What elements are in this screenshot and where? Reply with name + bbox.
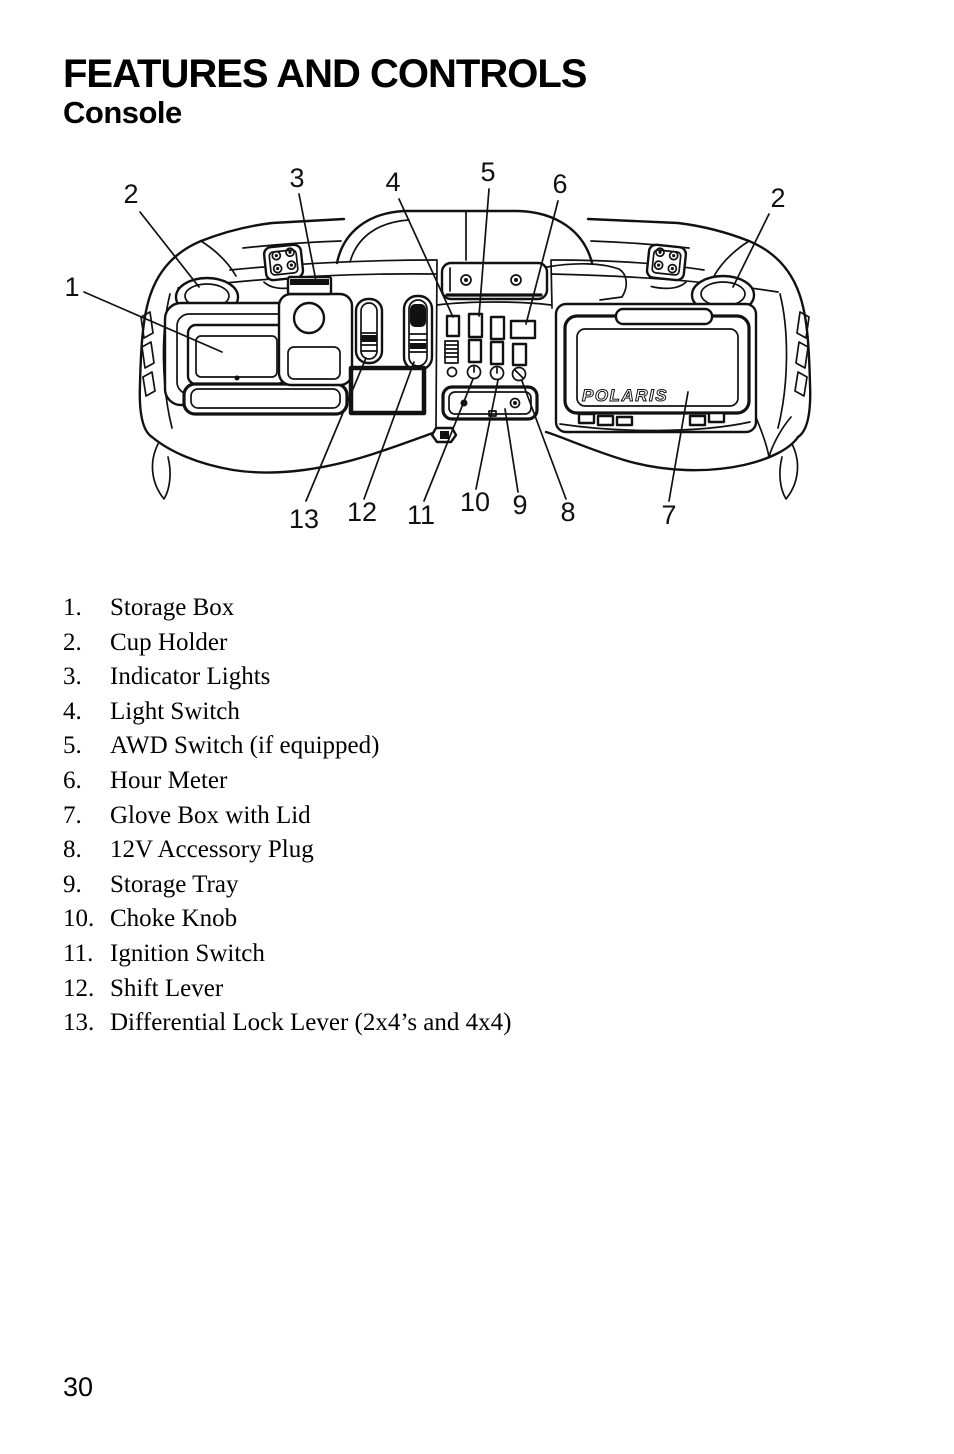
legend-item-number: 8. [63, 836, 82, 864]
glove-box: POLARIS [554, 302, 758, 434]
legend-item: 10. Choke Knob [63, 902, 511, 937]
legend-item-number: 7. [63, 801, 82, 829]
legend-item: 2. Cup Holder [63, 626, 511, 661]
legend-item-number: 5. [63, 732, 82, 760]
legend-item-label: Light Switch [110, 697, 240, 725]
legend-item-label: Glove Box with Lid [110, 801, 311, 829]
callout-6: 6 [552, 169, 567, 199]
small-knob [446, 366, 458, 378]
legend-item-label: 12V Accessory Plug [110, 836, 314, 864]
lower-left-tray [182, 382, 349, 416]
legend-list: 1. Storage Box 2. Cup Holder 3. Indicator L… [63, 591, 511, 1041]
legend-item-label: Storage Box [110, 594, 235, 621]
legend-item: 7. Glove Box with Lid [63, 799, 511, 834]
indicator-lights-panel [277, 275, 354, 387]
legend-item-number: 11. [63, 939, 94, 967]
legend-item-number: 12. [63, 974, 95, 1002]
legend-item: 9. Storage Tray [63, 868, 511, 903]
callout-12: 12 [347, 497, 377, 527]
diff-lock-lever [354, 297, 384, 365]
legend-item: 3. Indicator Lights [63, 660, 511, 695]
callout-8: 8 [560, 497, 575, 527]
ignition-switch [466, 364, 482, 380]
callout-9: 9 [512, 490, 527, 520]
callout-3: 3 [289, 163, 304, 193]
callout-4: 4 [385, 167, 400, 197]
shift-plate [348, 365, 427, 416]
upper-tray [440, 261, 628, 301]
polaris-logo: POLARIS [582, 386, 668, 405]
legend-item-label: Differential Lock Lever (2x4’s and 4x4) [110, 1009, 512, 1037]
legend-item-number: 6. [63, 766, 82, 794]
legend-item: 12. Shift Lever [63, 972, 511, 1007]
callout-7: 7 [661, 500, 676, 530]
page-title: FEATURES AND CONTROLS [63, 52, 587, 96]
instrument-pod [335, 209, 594, 265]
choke-grille [444, 340, 459, 364]
page-number: 30 [63, 1372, 94, 1402]
light-switch [445, 314, 461, 338]
accessory-plug [511, 366, 527, 382]
callout-10: 10 [460, 487, 490, 517]
callout-5: 5 [480, 157, 495, 187]
legend-item-label: Ignition Switch [110, 939, 265, 967]
legend-item-label: Indicator Lights [110, 663, 271, 691]
legend-item-number: 13. [63, 1009, 95, 1037]
storage-box [163, 301, 307, 407]
legend-item: 5. AWD Switch (if equipped) [63, 729, 511, 764]
legend-item-number: 1. [63, 594, 82, 621]
choke-knob [489, 365, 505, 381]
legend-item-number: 9. [63, 870, 82, 898]
callout-2-right: 2 [770, 183, 785, 213]
legend-item-label: Storage Tray [110, 870, 239, 898]
section-subtitle: Console [63, 95, 182, 130]
storage-tray [441, 385, 539, 421]
callout-leaders [83, 188, 770, 502]
legend-item-number: 3. [63, 663, 82, 691]
callout-13: 13 [289, 504, 319, 534]
legend-item-number: 2. [63, 628, 82, 656]
legend-item-label: AWD Switch (if equipped) [110, 732, 380, 760]
legend-item: 1. Storage Box [63, 591, 511, 626]
handlebar-bracket-right [645, 243, 688, 290]
console-diagram: POLARIS 1 2 [0, 0, 954, 560]
legend-item-number: 4. [63, 697, 82, 725]
legend-item-number: 10. [63, 905, 95, 933]
awd-switch [467, 312, 484, 339]
callout-labels: 1 2 3 4 5 6 2 7 8 9 10 11 12 13 [64, 157, 785, 534]
legend-item-label: Cup Holder [110, 628, 228, 656]
legend-item: 8. 12V Accessory Plug [63, 833, 511, 868]
blank-switch [489, 315, 506, 341]
legend-item-label: Shift Lever [110, 974, 224, 1002]
switch-panel [444, 312, 537, 382]
legend-item-label: Choke Knob [110, 905, 238, 933]
legend-item-label: Hour Meter [110, 766, 228, 794]
console-line-art: POLARIS 1 2 [64, 157, 812, 534]
callout-1: 1 [64, 272, 79, 302]
callout-2-left: 2 [123, 179, 138, 209]
shift-lever [402, 294, 434, 372]
legend-item: 4. Light Switch [63, 695, 511, 730]
legend-item: 13. Differential Lock Lever (2x4’s and 4x… [63, 1006, 511, 1041]
legend-item: 6. Hour Meter [63, 764, 511, 799]
legend-item: 11. Ignition Switch [63, 937, 511, 972]
hour-meter [509, 319, 537, 340]
callout-11: 11 [407, 500, 435, 530]
